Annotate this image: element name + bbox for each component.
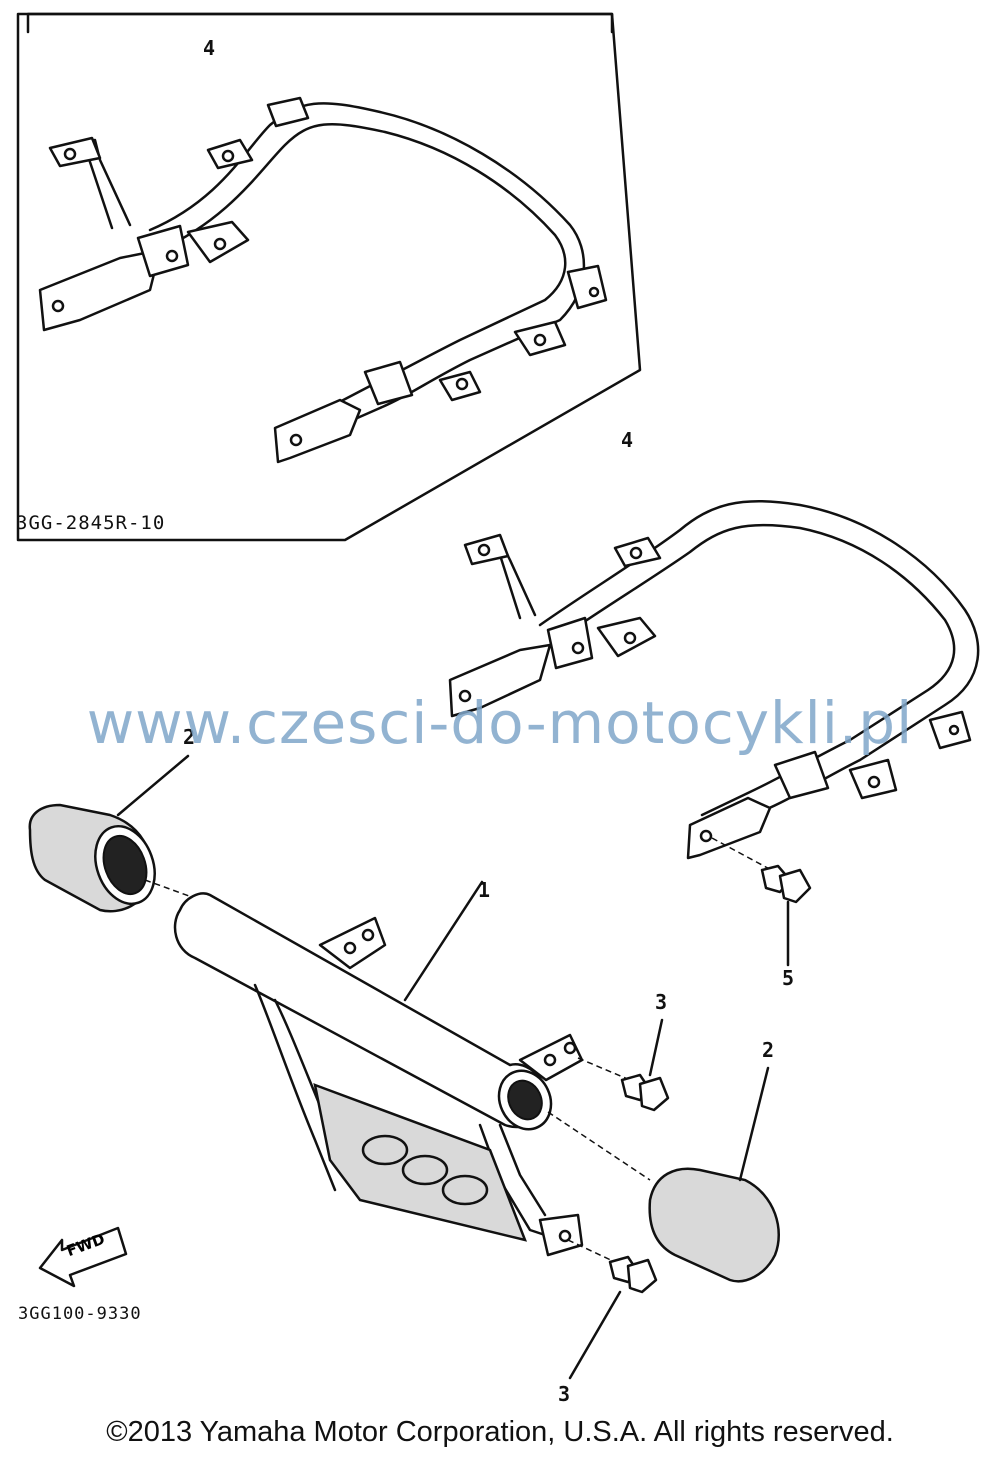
inset-frame xyxy=(16,12,642,542)
bolt-3-upper xyxy=(577,1018,670,1112)
callout-3-lower: 3 xyxy=(558,1382,571,1406)
inset-grab-bar xyxy=(38,96,608,464)
bolt-3-lower xyxy=(567,1239,658,1380)
main-code: 3GG100-9330 xyxy=(18,1304,142,1324)
bar-end-right xyxy=(648,1066,780,1283)
watermark: www.czesci-do-motocykli.pl xyxy=(86,689,914,757)
callout-2-left: 2 xyxy=(183,725,196,749)
front-guard xyxy=(173,880,651,1257)
callout-3-upper: 3 xyxy=(655,990,668,1014)
inset-code: 3GG-2845R-10 xyxy=(16,512,166,534)
main-grab-bar xyxy=(448,499,980,860)
callout-inset-4: 4 xyxy=(203,36,216,60)
callout-4: 4 xyxy=(621,428,634,452)
fwd-arrow-icon xyxy=(38,1226,128,1288)
callout-2-right: 2 xyxy=(762,1038,775,1062)
bar-end-left xyxy=(28,754,201,913)
callout-5: 5 xyxy=(782,966,795,990)
copyright: ©2013 Yamaha Motor Corporation, U.S.A. A… xyxy=(106,1416,894,1448)
callout-1: 1 xyxy=(478,878,491,902)
bolt-5 xyxy=(711,837,812,967)
